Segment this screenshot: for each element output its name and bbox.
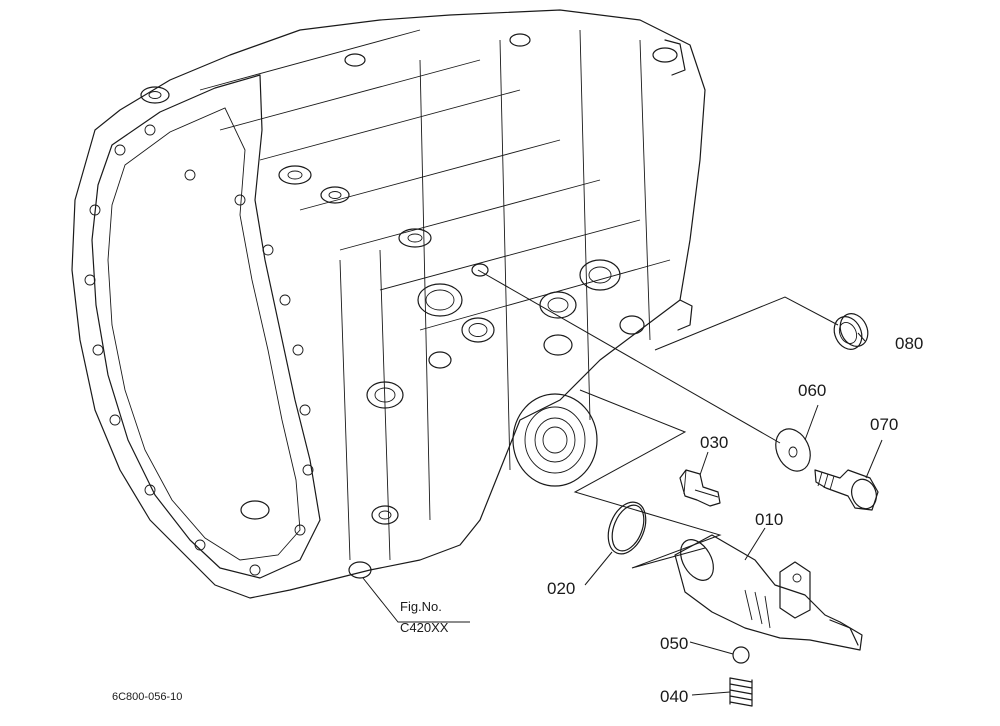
label-020: 020 [547,579,575,598]
figure-ref-line2: C420XX [400,620,449,635]
label-030: 030 [700,433,728,452]
part-060-washer [775,428,811,472]
part-050-ball [732,646,750,664]
leader-lines [362,332,883,696]
part-030-nozzle [679,469,721,507]
part-040-spring [729,677,753,707]
part-010-valve [674,534,863,651]
document-code: 6C800-056-10 [112,691,182,703]
label-060: 060 [798,381,826,400]
top-bosses [140,33,678,248]
figure-ref-line1: Fig.No. [400,599,442,614]
front-ports [366,259,645,409]
part-070-plug [814,469,879,511]
label-070: 070 [870,415,898,434]
label-040: 040 [660,687,688,706]
flange-bolt-holes [84,124,314,576]
label-010: 010 [755,510,783,529]
label-050: 050 [660,634,688,653]
label-080: 080 [895,334,923,353]
valve-mount-boss [512,393,598,487]
part-020-oring [607,501,647,555]
explode-lines [477,269,839,569]
transmission-housing [71,9,706,599]
part-080-seal [833,313,869,350]
